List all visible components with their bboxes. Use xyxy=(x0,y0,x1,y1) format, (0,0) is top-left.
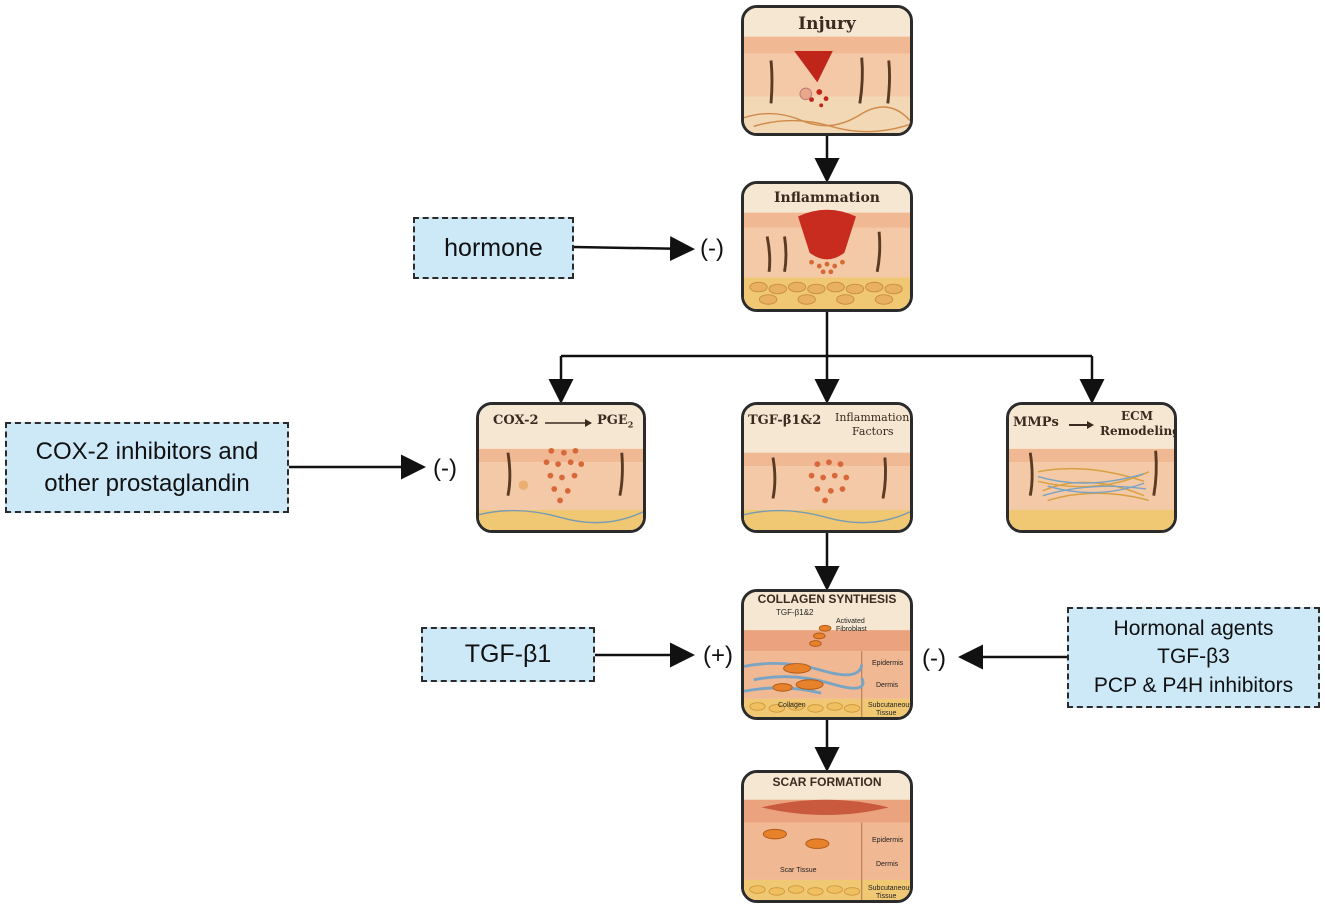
remodeling-label: Remodeling xyxy=(1100,424,1177,438)
cox2-arrow-icon xyxy=(545,419,592,427)
pge-subscript: 2 xyxy=(627,419,634,430)
mmp-arrow-icon xyxy=(1069,421,1094,429)
regulator-tgf-b1: TGF-β1 xyxy=(421,627,595,682)
collagen-epidermis-label: Epidermis xyxy=(872,660,904,667)
collagen-skin-illustration xyxy=(744,592,910,717)
regulator-cox-inhibitors: COX-2 inhibitors and other prostaglandin xyxy=(5,422,289,513)
panel-cox2: COX-2 PGE2 xyxy=(476,402,646,533)
panel-collagen-synthesis: COLLAGEN SYNTHESIS TGF-β1&2 Activated Fi… xyxy=(741,589,913,720)
sign-hormone: (-) xyxy=(700,235,724,262)
regulator-hormonal-agents: Hormonal agents TGF-β3 PCP & P4H inhibit… xyxy=(1067,607,1320,708)
collagen-subcut-label-2: Tissue xyxy=(876,710,897,717)
mmps-label: MMPs xyxy=(1013,415,1059,430)
tgf-skin-illustration xyxy=(744,405,910,530)
panel-inflammation: Inflammation xyxy=(741,181,913,312)
injury-skin-illustration xyxy=(744,8,910,133)
scar-epidermis-label: Epidermis xyxy=(872,837,904,844)
collagen-label: Collagen xyxy=(778,702,806,709)
regulator-tgf-b1-label: TGF-β1 xyxy=(464,640,552,668)
collagen-subcut-label-1: Subcutaneous xyxy=(868,702,913,709)
regulator-hormonal-line1: Hormonal agents xyxy=(1113,616,1274,640)
panel-title-inflammation: Inflammation xyxy=(774,190,880,206)
cox2-skin-illustration xyxy=(479,405,643,530)
scar-subcut-label-2: Tissue xyxy=(876,893,897,900)
regulator-hormone-label: hormone xyxy=(444,233,543,262)
regulator-hormone: hormone xyxy=(413,217,574,279)
inflammation-factors-label-2: Factors xyxy=(852,425,894,438)
regulator-hormonal-line3: PCP & P4H inhibitors xyxy=(1093,673,1294,697)
pge-text: PGE xyxy=(597,413,628,428)
ecm-label: ECM xyxy=(1121,409,1153,423)
scar-tissue-label: Scar Tissue xyxy=(780,867,817,874)
sign-tgf-b1: (+) xyxy=(703,642,733,669)
panel-title-collagen: COLLAGEN SYNTHESIS xyxy=(757,592,897,606)
sign-hormonal-agents: (-) xyxy=(922,645,946,672)
panel-title-injury: Injury xyxy=(798,14,856,34)
arrow-hormone xyxy=(573,236,695,262)
inflammation-factors-label-1: Inflammation xyxy=(835,411,910,424)
pge2-label: PGE2 xyxy=(597,413,633,430)
scar-dermis-label: Dermis xyxy=(876,861,899,868)
panel-mmp: MMPs ECM Remodeling xyxy=(1006,402,1177,533)
inflammation-skin-illustration xyxy=(744,184,910,309)
sign-cox-inhibitors: (-) xyxy=(433,455,457,482)
scar-skin-illustration xyxy=(744,773,910,900)
mmp-skin-illustration xyxy=(1009,405,1174,530)
panel-tgf: TGF-β1&2 Inflammation Factors xyxy=(741,402,913,533)
regulator-hormonal-line2: TGF-β3 xyxy=(1157,645,1230,669)
panel-title-scar: SCAR FORMATION xyxy=(772,775,882,789)
panel-scar-formation: SCAR FORMATION Epidermis Dermis Scar Tis… xyxy=(741,770,913,903)
tgf-b12-label: TGF-β1&2 xyxy=(748,413,822,428)
activated-label-2: Fibroblast xyxy=(836,626,867,633)
regulator-cox-line1: COX-2 inhibitors and xyxy=(35,438,259,466)
collagen-tgf-label: TGF-β1&2 xyxy=(776,608,814,617)
scar-subcut-label-1: Subcutaneous xyxy=(868,885,913,892)
activated-label-1: Activated xyxy=(836,618,865,625)
collagen-dermis-label: Dermis xyxy=(876,682,899,689)
regulator-cox-line2: other prostaglandin xyxy=(44,469,250,497)
cox2-label: COX-2 xyxy=(493,413,539,428)
panel-injury: Injury xyxy=(741,5,913,136)
